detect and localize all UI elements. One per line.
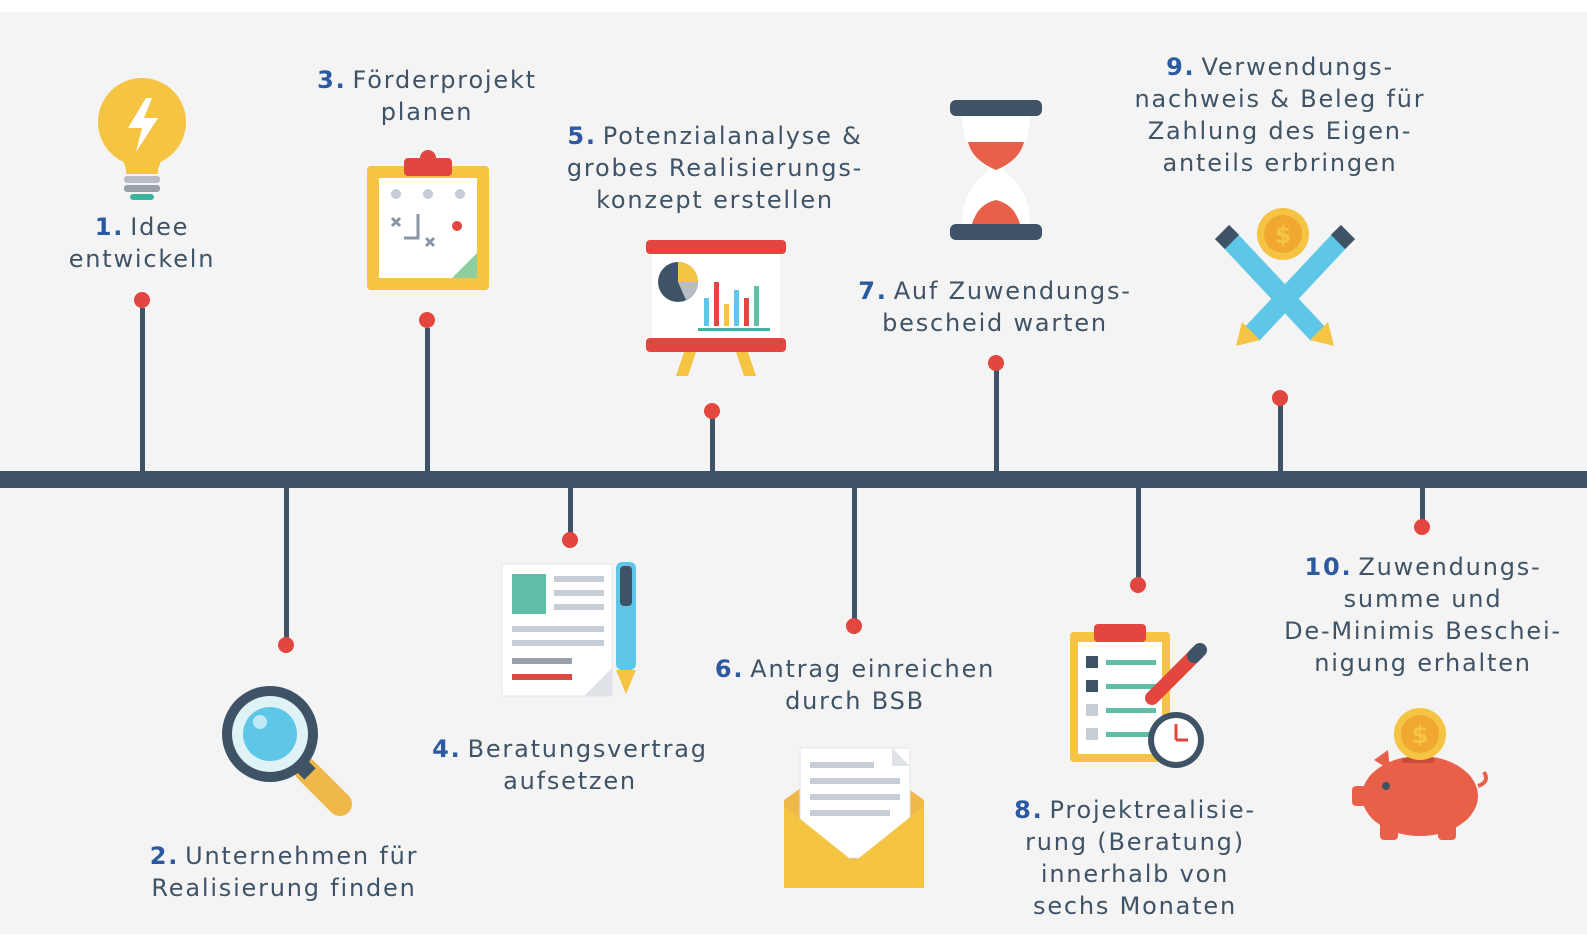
step-5-line-1: Potenzialanalyse & (602, 122, 863, 150)
pencils-coin-icon: $ (1214, 208, 1356, 346)
step-3-line-2: planen (380, 98, 474, 126)
clipboard-plan-icon (367, 150, 489, 290)
step-8-line-1: Projektrealisie- (1049, 796, 1256, 824)
step-1-number: 1. (94, 213, 125, 241)
svg-text:$: $ (1412, 721, 1429, 749)
step-9-line-1: Verwendungs- (1201, 53, 1394, 81)
step-9-line-2: nachweis & Beleg für (1134, 85, 1426, 113)
step-4-line-2: aufsetzen (503, 767, 637, 795)
timeline-infographic: 1.Idee entwickeln 2.Unternehmen für Real… (0, 12, 1587, 934)
stem-5 (710, 418, 715, 472)
step-6-line-1: Antrag einreichen (750, 655, 996, 683)
step-8-label: 8.Projektrealisie- rung (Beratung) inner… (990, 794, 1280, 922)
step-8-number: 8. (1014, 796, 1044, 824)
step-3-label: 3.Förderprojekt planen (287, 64, 567, 128)
contract-pen-icon (501, 562, 636, 697)
dot-8 (1130, 577, 1146, 593)
stem-3 (425, 328, 430, 472)
stem-1 (140, 308, 145, 472)
stem-9 (1278, 405, 1283, 472)
timeline-axis (0, 471, 1587, 488)
checklist-clock-icon (1070, 624, 1207, 768)
step-7-line-1: Auf Zuwendungs- (893, 277, 1132, 305)
step-4-line-1: Beratungsvertrag (467, 735, 708, 763)
step-10-line-2: summe und (1343, 585, 1503, 613)
dot-4 (562, 532, 578, 548)
step-2-line-1: Unternehmen für (185, 842, 419, 870)
step-2-line-2: Realisierung finden (151, 874, 417, 902)
step-1-label: 1.Idee entwickeln (42, 211, 242, 275)
step-5-number: 5. (567, 122, 597, 150)
step-4-number: 4. (432, 735, 462, 763)
step-5-line-3: konzept erstellen (596, 186, 834, 214)
step-9-line-3: Zahlung des Eigen- (1147, 117, 1413, 145)
stem-10 (1420, 488, 1425, 522)
step-1-line-2: entwickeln (68, 245, 216, 273)
lightbulb-icon (98, 78, 186, 200)
step-6-number: 6. (714, 655, 745, 683)
step-2-number: 2. (149, 842, 180, 870)
step-8-line-3: innerhalb von (1040, 860, 1230, 888)
step-9-number: 9. (1166, 53, 1196, 81)
dot-7 (988, 355, 1004, 371)
stem-7 (994, 370, 999, 472)
dot-10 (1414, 519, 1430, 535)
dot-1 (134, 292, 150, 308)
step-1-line-1: Idee (130, 213, 190, 241)
step-8-line-2: rung (Beratung) (1025, 828, 1245, 856)
step-5-label: 5.Potenzialanalyse & grobes Realisierung… (550, 120, 880, 216)
step-9-line-4: anteils erbringen (1162, 149, 1398, 177)
hourglass-icon (950, 100, 1042, 240)
step-7-line-2: bescheid warten (882, 309, 1108, 337)
stem-8 (1136, 488, 1141, 584)
step-6-line-2: durch BSB (785, 687, 925, 715)
step-3-number: 3. (317, 66, 347, 94)
step-10-line-3: De-Minimis Beschei- (1284, 617, 1562, 645)
step-7-number: 7. (858, 277, 888, 305)
stem-2 (284, 488, 289, 646)
presentation-board-icon (646, 240, 786, 376)
dot-6 (846, 618, 862, 634)
step-10-line-1: Zuwendungs- (1358, 553, 1542, 581)
step-8-line-4: sechs Monaten (1033, 892, 1237, 920)
stem-4 (568, 488, 573, 542)
step-10-number: 10. (1304, 553, 1353, 581)
svg-text:$: $ (1275, 221, 1292, 249)
step-4-label: 4.Beratungsvertrag aufsetzen (420, 733, 720, 797)
step-10-line-4: nigung erhalten (1314, 649, 1532, 677)
magnifier-icon (222, 686, 352, 816)
stem-6 (852, 488, 857, 626)
step-5-line-2: grobes Realisierungs- (566, 154, 864, 182)
envelope-icon (784, 747, 924, 888)
dot-5 (704, 403, 720, 419)
dot-2 (278, 637, 294, 653)
dot-3 (419, 312, 435, 328)
step-2-label: 2.Unternehmen für Realisierung finden (124, 840, 444, 904)
step-3-line-1: Förderprojekt (352, 66, 537, 94)
dot-9 (1272, 390, 1288, 406)
step-9-label: 9.Verwendungs- nachweis & Beleg für Zahl… (1120, 51, 1440, 179)
step-10-label: 10.Zuwendungs- summe und De-Minimis Besc… (1268, 551, 1578, 679)
piggy-bank-icon: $ (1352, 708, 1488, 840)
step-7-label: 7.Auf Zuwendungs- bescheid warten (840, 275, 1150, 339)
step-6-label: 6.Antrag einreichen durch BSB (700, 653, 1010, 717)
